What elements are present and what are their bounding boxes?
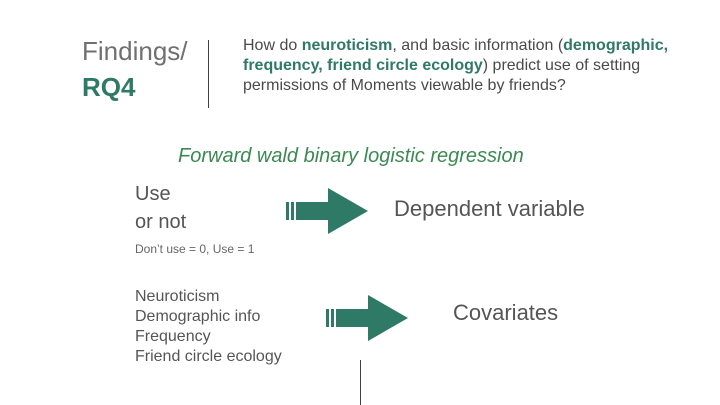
arrow-right-icon — [326, 295, 408, 341]
question-highlight-basic-info: demographic, frequency, friend circle ec… — [243, 37, 669, 74]
covariate-list: Neuroticism Demographic info Frequency F… — [135, 287, 282, 367]
covariate-item: Friend circle ecology — [135, 348, 282, 365]
covariate-item: Frequency — [135, 328, 211, 345]
covariates-label: Covariates — [453, 300, 559, 325]
slide-subtitle-rq: RQ4 — [82, 72, 136, 102]
question-highlight-neuroticism: neuroticism — [301, 37, 393, 54]
slide-title: Findings/ — [82, 36, 188, 66]
method-heading: Forward wald binary logistic regression — [178, 145, 524, 167]
covariate-item: Demographic info — [135, 308, 261, 325]
use-line: Use — [135, 183, 171, 205]
question-text-3: ) predict use of setting permissions of … — [243, 57, 641, 94]
title-divider — [208, 40, 209, 108]
research-question: How do neuroticism, and basic informatio… — [243, 36, 693, 96]
question-text-1: How do — [243, 37, 302, 54]
use-or-not: Use or not — [135, 180, 186, 236]
covariate-item: Neuroticism — [135, 288, 220, 305]
dependent-variable-label: Dependent variable — [394, 196, 585, 221]
or-not-line: or not — [135, 211, 187, 233]
question-text-2: , and basic information ( — [392, 37, 564, 54]
coding-note: Don’t use = 0, Use = 1 — [135, 242, 255, 256]
arrow-right-icon — [286, 188, 368, 234]
vertical-divider — [360, 360, 361, 405]
